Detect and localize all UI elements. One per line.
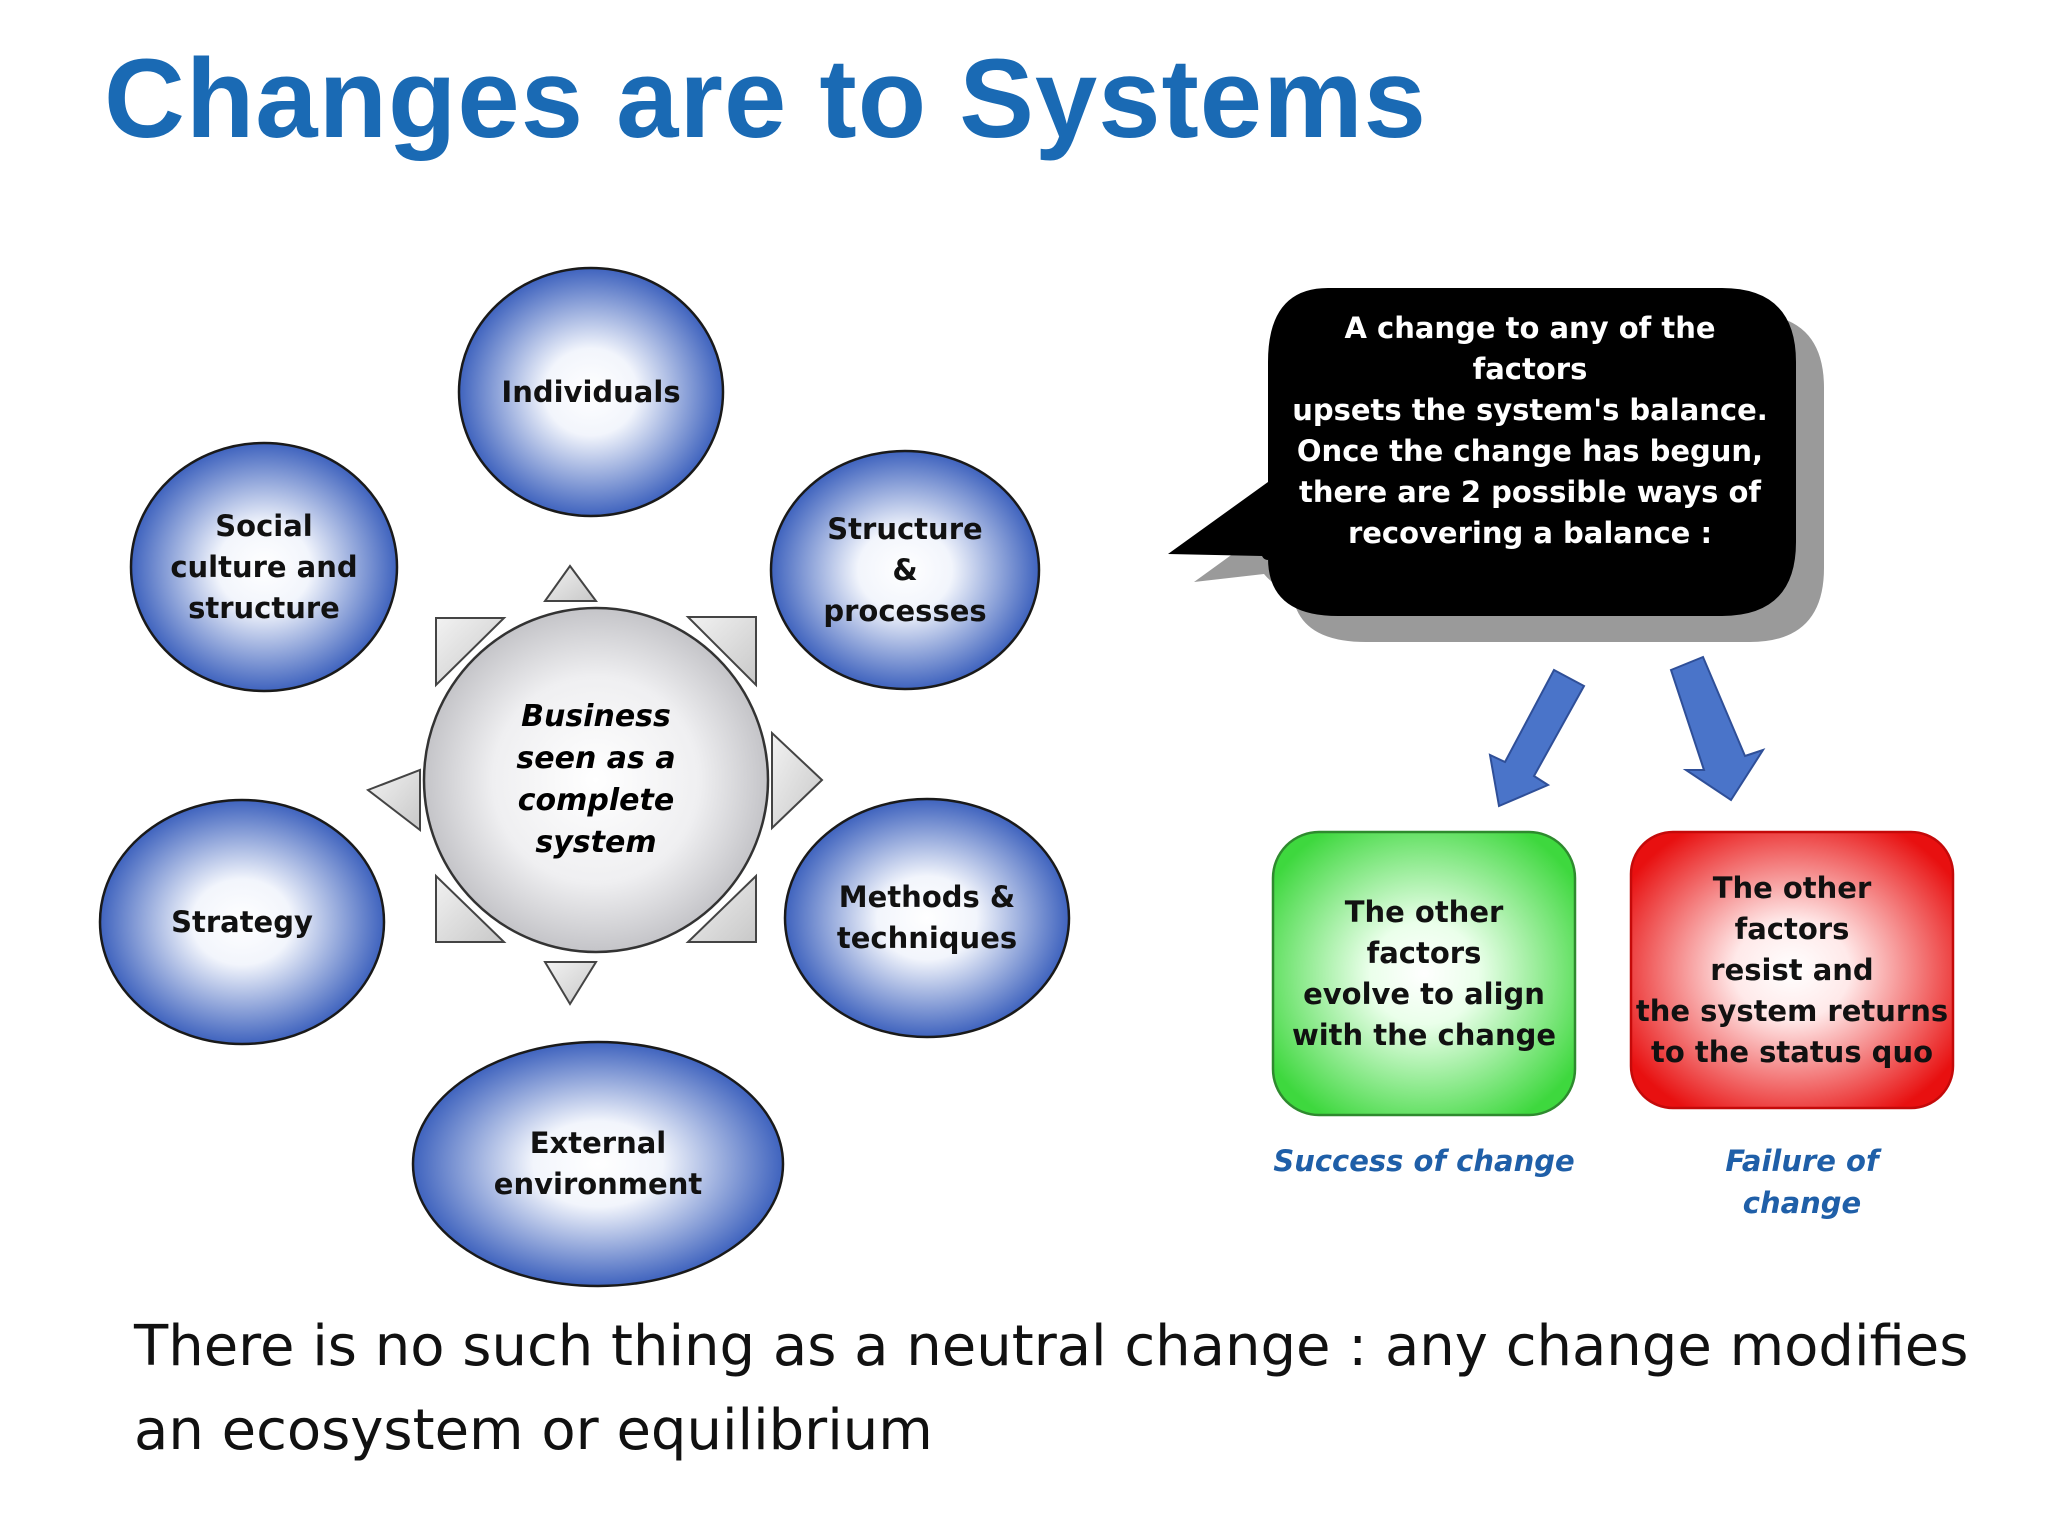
factor-individuals: Individuals bbox=[501, 374, 681, 409]
factor-strategy: Strategy bbox=[171, 904, 313, 939]
factor-social: Social culture and structure bbox=[170, 508, 358, 625]
center-label: Business seen as a complete system bbox=[516, 699, 676, 860]
callout-bubble bbox=[1168, 288, 1824, 642]
ellipse-strategy bbox=[98, 798, 386, 1046]
triangle-top bbox=[543, 564, 598, 602]
ellipse-individuals bbox=[457, 266, 725, 518]
triangle-bottom bbox=[543, 961, 598, 1006]
callout-text: A change to any of the factors upsets th… bbox=[1292, 311, 1768, 550]
triangle-top-left bbox=[435, 617, 507, 688]
factor-methods: Methods & techniques bbox=[836, 880, 1018, 955]
success-caption: Success of change bbox=[1273, 1144, 1575, 1178]
ellipse-social bbox=[129, 441, 399, 693]
factor-external: External environment bbox=[493, 1126, 703, 1201]
triangle-bottom-left bbox=[435, 873, 507, 943]
ellipse-methods bbox=[783, 797, 1071, 1039]
footer-statement: There is no such thing as a neutral chan… bbox=[134, 1314, 1969, 1463]
triangle-top-right bbox=[685, 616, 757, 688]
ellipse-external bbox=[411, 1040, 785, 1288]
arrow-right-down bbox=[1669, 655, 1766, 802]
failure-box bbox=[1629, 830, 1955, 1110]
center-system-circle bbox=[422, 606, 770, 954]
ellipse-structure bbox=[769, 449, 1041, 691]
outcome-arrows bbox=[1488, 655, 1766, 808]
arrow-left-down bbox=[1488, 668, 1586, 808]
success-box bbox=[1271, 830, 1577, 1117]
slide-title: Changes are to Systems bbox=[104, 36, 1427, 161]
failure-text: The other factors resist and the system … bbox=[1635, 870, 1949, 1069]
triangle-left bbox=[365, 768, 421, 833]
factor-structure: Structure & processes bbox=[823, 511, 987, 628]
triangle-bottom-right bbox=[685, 873, 757, 943]
factor-ellipses bbox=[98, 266, 1071, 1288]
failure-caption: Failure of change bbox=[1725, 1144, 1879, 1220]
pointer-triangles bbox=[365, 564, 824, 1006]
success-text: The other factors evolve to align with t… bbox=[1291, 894, 1557, 1052]
triangle-right bbox=[771, 730, 824, 831]
